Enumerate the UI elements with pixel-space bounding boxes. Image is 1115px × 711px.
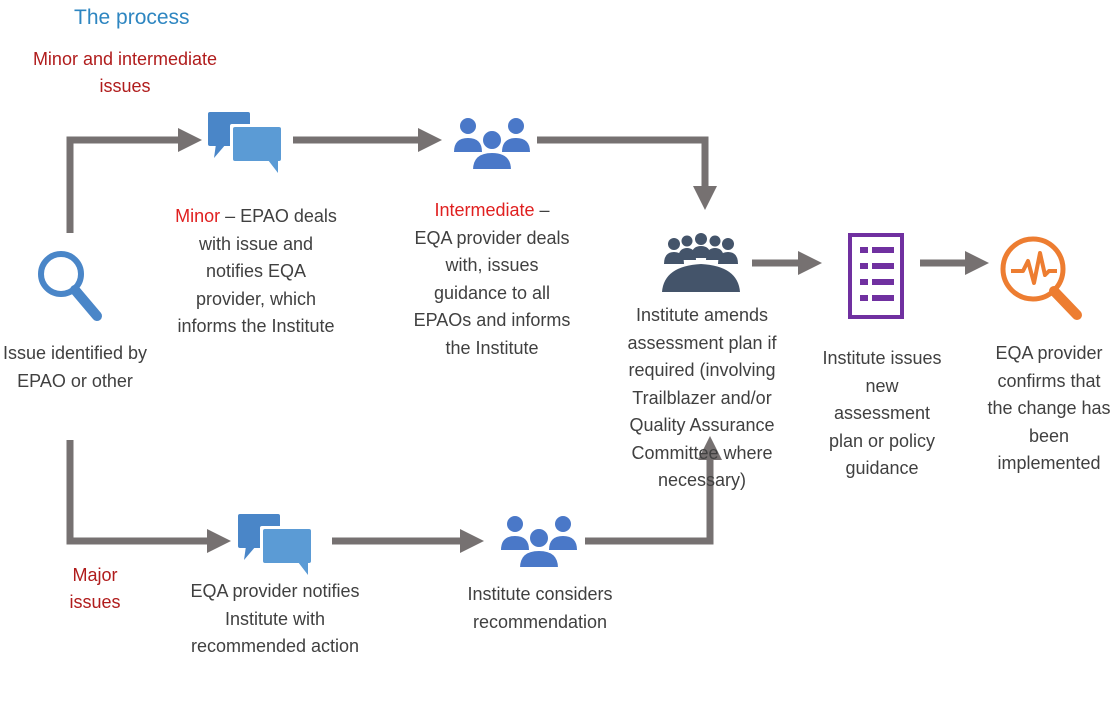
branch-label-major: Major issues xyxy=(69,565,121,612)
arrowhead xyxy=(965,251,989,275)
page-title: The process xyxy=(74,6,190,29)
checklist-document-icon xyxy=(848,233,904,319)
arrowhead xyxy=(418,128,442,152)
minor-highlight: Minor xyxy=(175,206,221,226)
node-institute-issues: Institute issues new assessment plan or … xyxy=(822,348,942,478)
node-eqa-confirms: EQA provider confirms that the change ha… xyxy=(987,343,1111,473)
magnifier-icon xyxy=(38,251,102,321)
speech-bubbles-icon xyxy=(238,514,314,575)
meeting-table-icon xyxy=(662,233,740,292)
arrow-intermediate-to-amends xyxy=(537,136,709,188)
intermediate-highlight: Intermediate xyxy=(434,200,535,220)
arrowhead xyxy=(698,436,722,460)
node-intermediate: Intermediate – EQA provider deals with, … xyxy=(413,197,571,362)
arrowhead xyxy=(460,529,484,553)
magnifier-pulse-icon xyxy=(1000,236,1082,320)
speech-bubbles-icon xyxy=(208,112,284,173)
node-minor: Minor – EPAO deals with issue and notifi… xyxy=(171,203,341,341)
people-group-icon xyxy=(454,118,530,171)
node-institute-considers: Institute considers recommendation xyxy=(467,584,613,632)
people-group-icon xyxy=(501,516,577,569)
arrowhead xyxy=(693,186,717,210)
arrowhead xyxy=(178,128,202,152)
arrowhead xyxy=(207,529,231,553)
node-major-eqa: EQA provider notifies Institute with rec… xyxy=(190,581,360,656)
intermediate-text: – EQA provider deals with, issues guidan… xyxy=(413,200,571,358)
node-institute-amends: Institute amends assessment plan if requ… xyxy=(627,305,777,490)
node-issue-identified: Issue identified by EPAO or other xyxy=(2,343,148,391)
arrow-start-to-major xyxy=(66,440,209,545)
branch-label-minor-intermediate: Minor and intermediate issues xyxy=(32,49,218,96)
minor-text: – EPAO deals with issue and notifies EQA… xyxy=(177,206,337,336)
arrow-start-to-minor xyxy=(66,136,180,233)
arrow-considers-to-amends xyxy=(585,458,714,545)
arrowhead xyxy=(798,251,822,275)
